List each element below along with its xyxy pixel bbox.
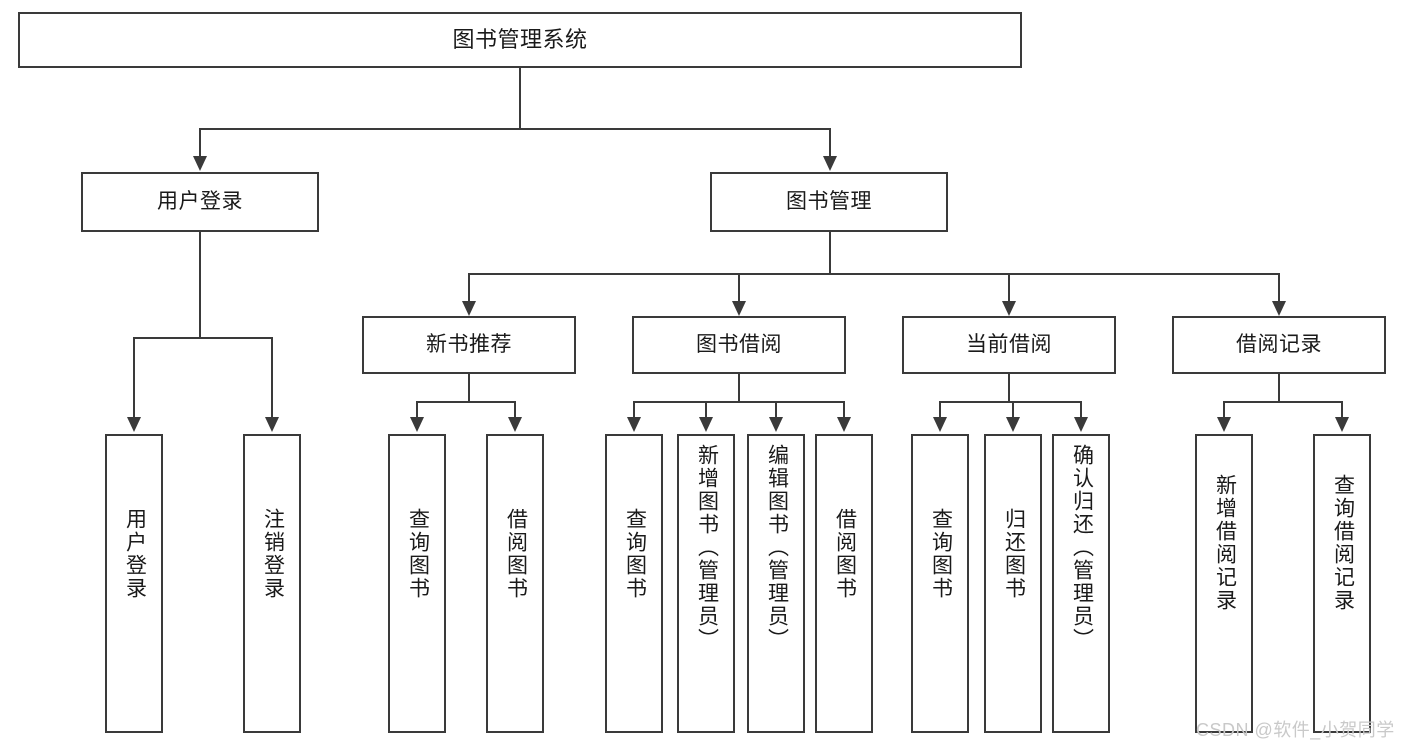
leaf-label: 注销登录	[261, 508, 285, 600]
arrow-borrow-leaf-4	[837, 417, 851, 432]
node-label: 借阅记录	[1236, 332, 1322, 356]
connector-borrow-branch-2	[705, 401, 707, 417]
leaf-label: 归还图书	[1002, 508, 1026, 600]
arrow-book-mgmt-to-new-book	[462, 301, 476, 316]
connector-book-mgmt-branch-1	[468, 273, 470, 301]
csdn-watermark: CSDN @软件_小贺同学	[1196, 720, 1395, 740]
connector-new-book-branch-2	[514, 401, 516, 417]
connector-current-branch-2	[1012, 401, 1014, 417]
leaf-query-books-new[interactable]: 查询图书	[388, 434, 446, 733]
node-borrowing-records[interactable]: 借阅记录	[1172, 316, 1386, 374]
leaf-add-book-admin[interactable]: 新增图书（管理员）	[677, 434, 735, 733]
connector-root-stem	[519, 68, 521, 129]
connector-borrow-bus	[633, 401, 845, 403]
node-root-book-management-system[interactable]: 图书管理系统	[18, 12, 1022, 68]
leaf-edit-book-admin[interactable]: 编辑图书（管理员）	[747, 434, 805, 733]
connector-current-branch-1	[939, 401, 941, 417]
leaf-label: 编辑图书（管理员）	[765, 444, 789, 651]
leaf-query-books-current[interactable]: 查询图书	[911, 434, 969, 733]
arrow-current-leaf-2	[1006, 417, 1020, 432]
leaf-label: 新增借阅记录	[1213, 474, 1237, 612]
leaf-label: 借阅图书	[833, 508, 857, 600]
leaf-borrow-books-new[interactable]: 借阅图书	[486, 434, 544, 733]
arrow-user-login-leaf-1	[127, 417, 141, 432]
leaf-confirm-return-admin[interactable]: 确认归还（管理员）	[1052, 434, 1110, 733]
arrow-borrow-leaf-3	[769, 417, 783, 432]
connector-borrow-stem	[738, 374, 740, 402]
connector-current-bus	[939, 401, 1082, 403]
connector-borrow-branch-3	[775, 401, 777, 417]
connector-borrow-branch-1	[633, 401, 635, 417]
node-user-login[interactable]: 用户登录	[81, 172, 319, 232]
leaf-borrow-books[interactable]: 借阅图书	[815, 434, 873, 733]
arrow-user-login-leaf-2	[265, 417, 279, 432]
connector-records-branch-1	[1223, 401, 1225, 417]
leaf-label: 新增图书（管理员）	[695, 444, 719, 651]
arrow-new-book-leaf-1	[410, 417, 424, 432]
connector-user-login-stem	[199, 232, 201, 338]
leaf-return-books[interactable]: 归还图书	[984, 434, 1042, 733]
leaf-label: 用户登录	[123, 508, 147, 600]
connector-new-book-stem	[468, 374, 470, 402]
leaf-label: 借阅图书	[504, 508, 528, 600]
leaf-label: 查询图书	[929, 508, 953, 600]
arrow-current-leaf-3	[1074, 417, 1088, 432]
connector-new-book-bus	[416, 401, 515, 403]
leaf-logout[interactable]: 注销登录	[243, 434, 301, 733]
node-label: 图书借阅	[696, 332, 782, 356]
connector-user-login-branch-2	[271, 337, 273, 417]
node-label: 新书推荐	[426, 332, 512, 356]
leaf-query-borrow-record[interactable]: 查询借阅记录	[1313, 434, 1371, 733]
node-label: 用户登录	[157, 189, 243, 213]
arrow-borrow-leaf-2	[699, 417, 713, 432]
arrow-book-mgmt-to-records	[1272, 301, 1286, 316]
arrow-book-mgmt-to-current	[1002, 301, 1016, 316]
arrow-current-leaf-1	[933, 417, 947, 432]
connector-records-branch-2	[1341, 401, 1343, 417]
connector-book-mgmt-stem	[829, 232, 831, 274]
connector-new-book-branch-1	[416, 401, 418, 417]
arrow-records-leaf-1	[1217, 417, 1231, 432]
leaf-label: 确认归还（管理员）	[1070, 444, 1094, 651]
arrow-records-leaf-2	[1335, 417, 1349, 432]
arrow-new-book-leaf-2	[508, 417, 522, 432]
connector-root-bus	[199, 128, 831, 130]
connector-user-login-bus	[133, 337, 271, 339]
connector-book-mgmt-branch-2	[738, 273, 740, 301]
leaf-query-books-borrow[interactable]: 查询图书	[605, 434, 663, 733]
connector-current-stem	[1008, 374, 1010, 402]
arrow-root-to-book-mgmt	[823, 156, 837, 171]
connector-root-to-book-mgmt	[829, 128, 831, 156]
leaf-user-login[interactable]: 用户登录	[105, 434, 163, 733]
node-label: 当前借阅	[966, 332, 1052, 356]
leaf-add-borrow-record[interactable]: 新增借阅记录	[1195, 434, 1253, 733]
connector-current-branch-3	[1080, 401, 1082, 417]
connector-book-mgmt-branch-3	[1008, 273, 1010, 301]
connector-records-bus	[1223, 401, 1342, 403]
leaf-label: 查询图书	[623, 508, 647, 600]
node-book-borrowing[interactable]: 图书借阅	[632, 316, 846, 374]
node-new-book-recommendation[interactable]: 新书推荐	[362, 316, 576, 374]
arrow-borrow-leaf-1	[627, 417, 641, 432]
arrow-book-mgmt-to-borrow	[732, 301, 746, 316]
node-label: 图书管理	[786, 189, 872, 213]
node-label: 图书管理系统	[452, 27, 588, 53]
connector-root-to-user-login	[199, 128, 201, 156]
leaf-label: 查询借阅记录	[1331, 474, 1355, 612]
connector-borrow-branch-4	[843, 401, 845, 417]
arrow-root-to-user-login	[193, 156, 207, 171]
connector-book-mgmt-branch-4	[1278, 273, 1280, 301]
connector-user-login-branch-1	[133, 337, 135, 417]
node-book-management[interactable]: 图书管理	[710, 172, 948, 232]
node-current-borrowing[interactable]: 当前借阅	[902, 316, 1116, 374]
connector-records-stem	[1278, 374, 1280, 402]
leaf-label: 查询图书	[406, 508, 430, 600]
connector-book-mgmt-bus	[468, 273, 1279, 275]
